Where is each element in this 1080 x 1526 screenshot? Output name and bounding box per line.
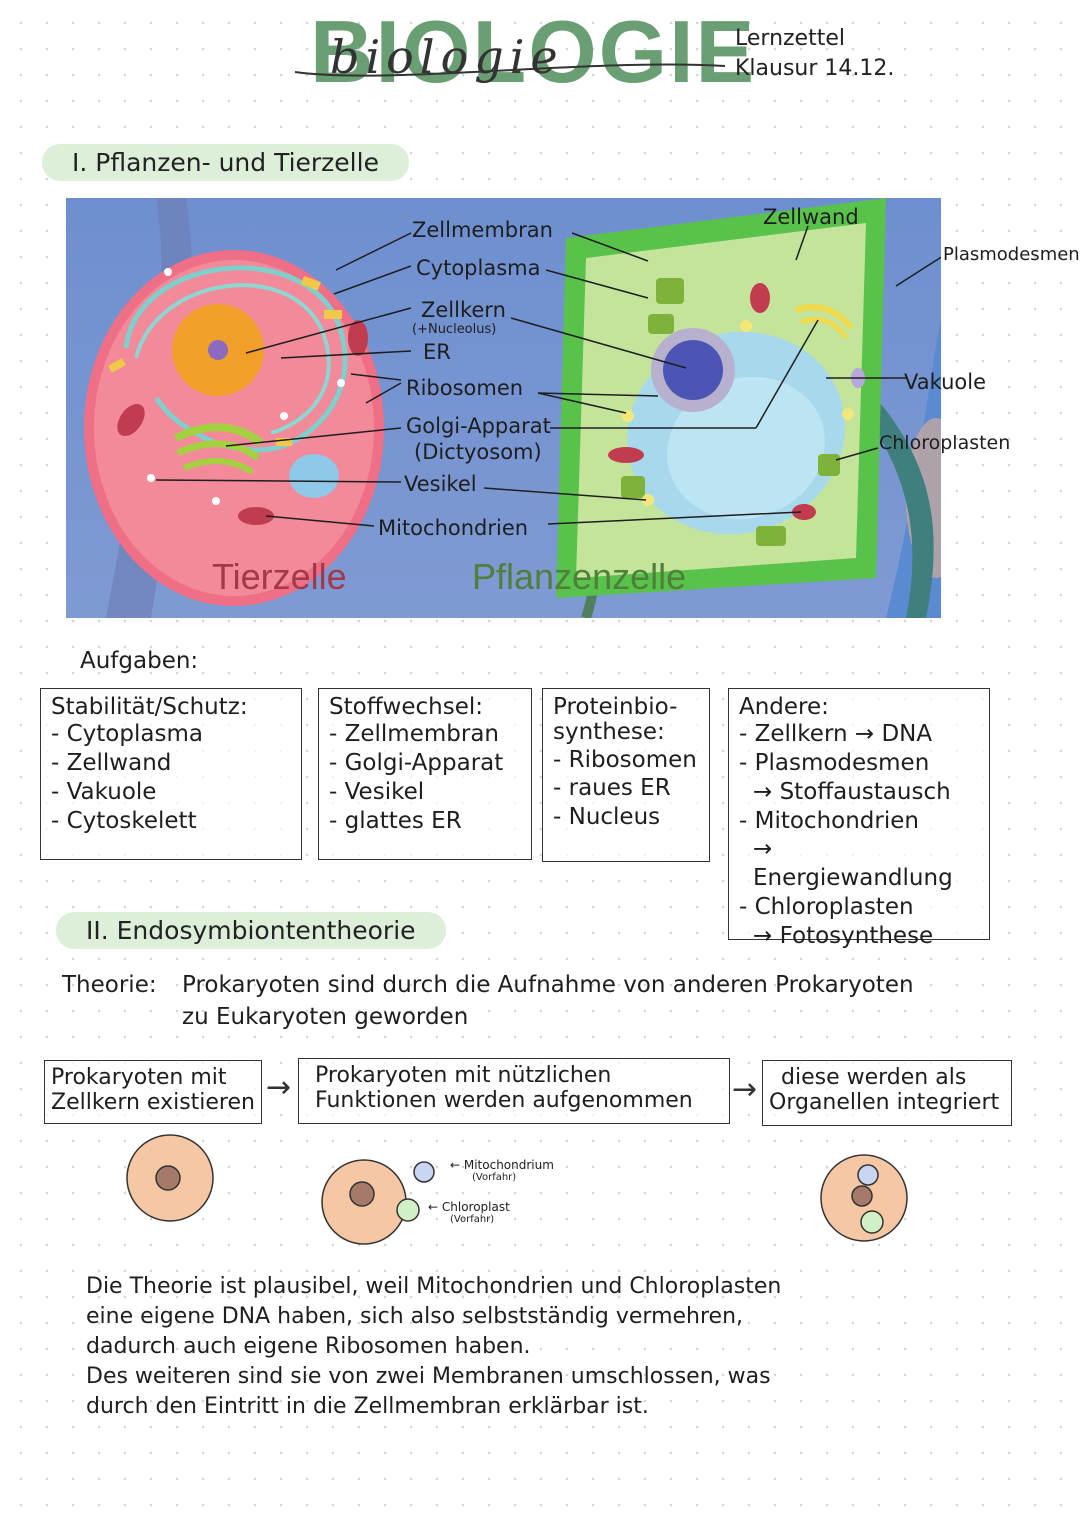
task-box-title-line1: Proteinbio- xyxy=(553,694,678,720)
task-box-stability: Stabilität/Schutz: - Cytoplasma - Zellwa… xyxy=(40,688,302,860)
task-box-title: Stoffwechsel: xyxy=(329,694,483,720)
flow-step-line: Zellkern existieren xyxy=(51,1090,255,1116)
section-1-heading: I. Pflanzen- und Tierzelle xyxy=(42,144,409,181)
task-box-metabolism: Stoffwechsel: - Zellmembran - Golgi-Appa… xyxy=(318,688,532,860)
theory-text-line1: Prokaryoten sind durch die Aufnahme von … xyxy=(182,972,914,998)
chloroplast-label: ← Chloroplast xyxy=(428,1200,510,1214)
flow-step-line: Prokaryoten mit xyxy=(51,1065,227,1090)
label-dictyosom: (Dictyosom) xyxy=(414,440,542,464)
title-underline-swash xyxy=(294,63,726,77)
label-mitochondrien: Mitochondrien xyxy=(378,516,529,540)
label-zellkern: Zellkern xyxy=(421,298,506,322)
label-vakuole: Vakuole xyxy=(904,370,987,394)
label-zellmembran: Zellmembran xyxy=(412,218,553,242)
task-box-title: Stabilität/Schutz: xyxy=(51,694,248,720)
flow-step-line: Funktionen werden aufgenommen xyxy=(315,1088,693,1114)
flow-step-line: Organellen integriert xyxy=(769,1090,1000,1116)
explanation-line: Die Theorie ist plausibel, weil Mitochon… xyxy=(86,1274,782,1299)
endosymbiosis-cell-drawings xyxy=(126,1134,908,1245)
title-block-letters: BIOLOGIE xyxy=(310,2,757,101)
task-box-item: - Vesikel xyxy=(329,778,425,805)
task-box-other: Andere: - Zellkern → DNA - Plasmodesmen … xyxy=(728,688,990,949)
label-nucleolus: (+Nucleolus) xyxy=(412,322,497,337)
flow-step-3: diese werden als Organellen integriert xyxy=(762,1060,1012,1126)
label-cytoplasma: Cytoplasma xyxy=(416,256,541,280)
explanation-line: eine eigene DNA haben, sich also selbsts… xyxy=(86,1304,744,1329)
mitochondrium-label: ← Mitochondrium xyxy=(450,1158,554,1172)
label-golgi: Golgi-Apparat xyxy=(406,414,551,438)
task-box-item: - glattes ER xyxy=(329,807,462,834)
flow-arrow-icon: → xyxy=(732,1072,758,1107)
label-zellwand: Zellwand xyxy=(763,205,859,229)
animal-cell-title: Tierzelle xyxy=(212,556,347,597)
task-box-item: - Chloroplasten xyxy=(739,893,914,920)
plant-cell-title: Pflanzenzelle xyxy=(472,556,687,597)
flow-step-1: Prokaryoten mit Zellkern existieren xyxy=(44,1060,262,1124)
flow-step-2: Prokaryoten mit nützlichen Funktionen we… xyxy=(298,1058,730,1124)
chloroplast-sublabel: (Vorfahr) xyxy=(450,1214,495,1225)
task-box-protein-biosynthesis: Proteinbio- synthese: - Ribosomen - raue… xyxy=(542,688,710,862)
label-er: ER xyxy=(423,340,451,364)
tasks-label: Aufgaben: xyxy=(80,648,199,674)
task-box-item: - Zellwand xyxy=(51,750,172,777)
label-chloroplasten: Chloroplasten xyxy=(879,432,1011,454)
task-box-item: - Golgi-Apparat xyxy=(329,750,504,777)
task-box-item: - Nucleus xyxy=(553,804,661,831)
flow-step-line: Prokaryoten mit nützlichen xyxy=(315,1063,612,1088)
task-box-subitem: → Fotosynthese xyxy=(753,922,934,949)
theory-text-line2: zu Eukaryoten geworden xyxy=(182,1004,469,1030)
task-box-subitem: → Stoffaustausch xyxy=(753,778,951,805)
label-plasmodesmen: Plasmodesmen xyxy=(943,244,1080,265)
theory-label: Theorie: xyxy=(62,972,157,998)
exam-date-label: Klausur 14.12. xyxy=(735,56,895,81)
section-2-heading: II. Endosymbiontentheorie xyxy=(56,912,446,949)
explanation-line: Des weiteren sind sie von zwei Membranen… xyxy=(86,1364,771,1389)
task-box-item: - raues ER xyxy=(553,775,671,802)
task-box-item: - Cytoplasma xyxy=(51,721,203,748)
task-box-subitem: → Energiewandlung xyxy=(753,836,953,892)
task-box-title: Andere: xyxy=(739,694,829,720)
task-box-title-line2: synthese: xyxy=(553,719,665,746)
task-box-item: - Cytoskelett xyxy=(51,807,197,834)
task-box-item: - Plasmodesmen xyxy=(739,750,930,777)
task-box-item: - Ribosomen xyxy=(553,746,697,773)
task-box-item: - Zellmembran xyxy=(329,721,499,748)
explanation-line: durch den Eintritt in die Zellmembran er… xyxy=(86,1394,649,1419)
label-vesikel: Vesikel xyxy=(404,472,477,496)
cell-diagram: Zellmembran Cytoplasma Zellkern (+Nucleo… xyxy=(66,198,986,620)
flow-step-line: diese werden als xyxy=(781,1065,967,1090)
task-box-item: - Vakuole xyxy=(51,778,157,805)
mitochondrium-sublabel: (Vorfahr) xyxy=(472,1172,517,1183)
task-box-item: - Mitochondrien xyxy=(739,807,919,834)
note-label: Lernzettel xyxy=(735,26,845,51)
flow-arrow-icon: → xyxy=(266,1070,292,1105)
label-ribosomen: Ribosomen xyxy=(406,376,524,400)
explanation-paragraph: Die Theorie ist plausibel, weil Mitochon… xyxy=(86,1272,781,1422)
explanation-line: dadurch auch eigene Ribosomen haben. xyxy=(86,1334,531,1359)
task-box-item: - Zellkern → DNA xyxy=(739,721,933,748)
